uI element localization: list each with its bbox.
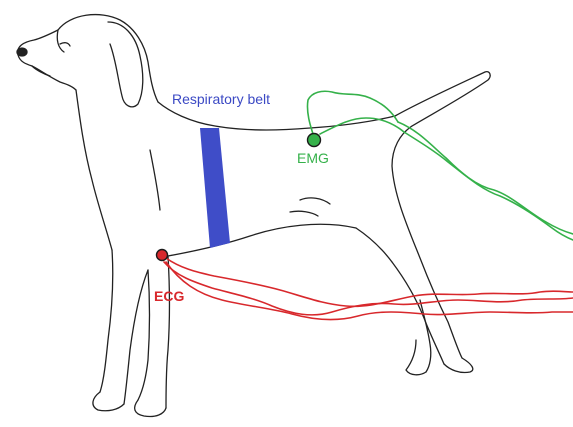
emg-electrode [308,134,321,147]
ecg-electrode [157,250,168,261]
ecg-lead [164,258,573,320]
respiratory-belt-band [200,128,230,248]
emg-label: EMG [297,150,329,166]
emg-lead [307,91,573,240]
ecg-label: ECG [154,288,184,304]
dog-outline [17,15,490,417]
respiratory-belt-label: Respiratory belt [172,91,270,107]
